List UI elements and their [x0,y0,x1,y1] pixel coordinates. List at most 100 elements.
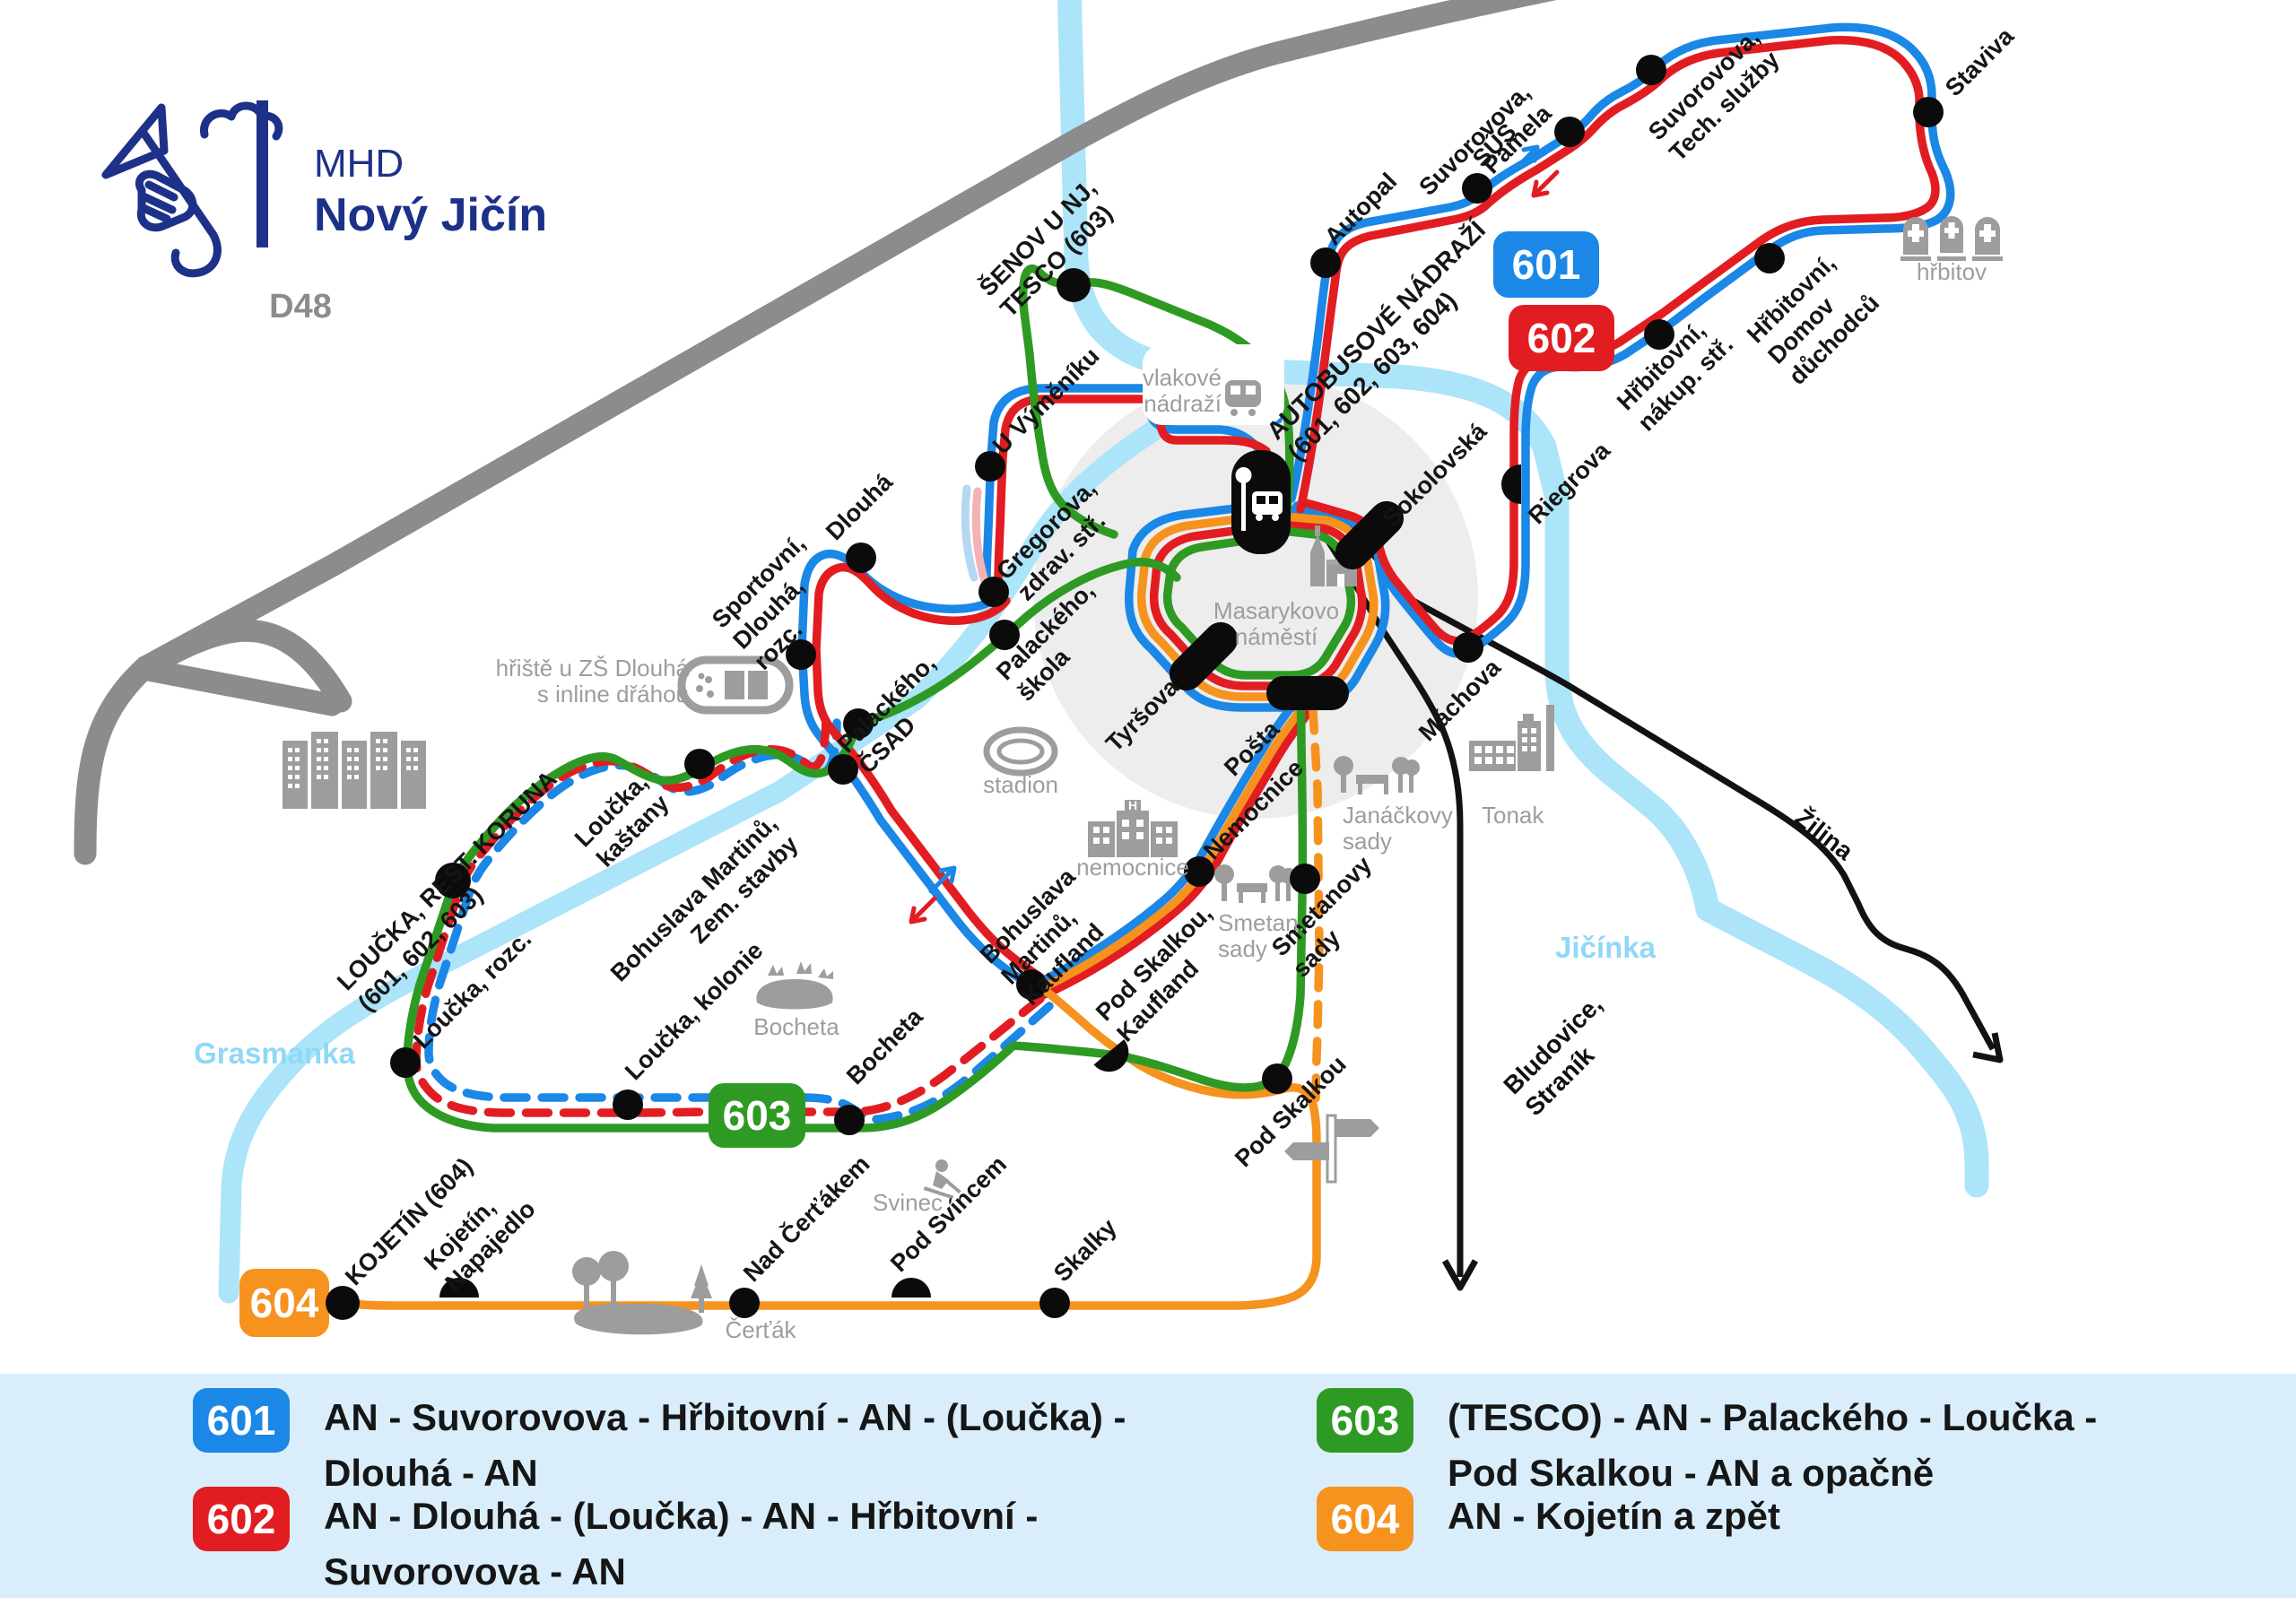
stop-po-ta[interactable] [1266,676,1349,710]
map-label-grasmanka: Grasmanka [194,1037,355,1070]
stop-pod-sv-ncem[interactable] [891,1278,931,1298]
rail-bludovice-arrowhead [1441,1259,1479,1291]
stop-kojet-n-napajedlo[interactable] [439,1278,479,1298]
stop-marker-dot [684,749,715,779]
place-label-line: Masarykovo [1213,597,1339,624]
stop-staviva[interactable] [1913,97,1944,127]
place-label-line: hřiště u ZŠ Dlouhá [496,655,690,681]
map-badge-602[interactable]: 602 [1509,305,1614,371]
place-label-line: Čerťák [725,1316,796,1343]
bus-stop-icon [1235,467,1283,531]
train-icon [1225,380,1261,416]
legend-badge-604[interactable]: 604 [1317,1487,1413,1551]
direction-arrow-blue-suvorovova [1511,144,1540,173]
stop-label-h-bitovn-n-kup-st: Hřbitovní,nákup. stř. [1612,317,1738,437]
map-label-bludovice-stranik: Bludovice,Straník [1498,990,1607,1121]
legend-badge-602[interactable]: 602 [193,1487,290,1551]
route-badges: 601 602 603 604 [239,231,1614,1337]
legend-route-description-604: AN - Kojetín a zpět [1448,1495,1781,1537]
skier-icon [923,1159,961,1200]
stop-marker-dot [1184,856,1214,887]
map-badge-602-label: 602 [1527,315,1596,361]
stop-palack-ho-sad[interactable] [843,708,874,739]
place-label-nemocnice: nemocnice [1076,854,1189,881]
stop-marker-dot [978,577,1009,607]
stop-bohuslava-martin-zem-stavby[interactable] [828,754,858,785]
faded-section-red [971,487,989,586]
stop-marker-dot [1262,1063,1292,1094]
stop-lou-ka-rest-koruna-601-602-603[interactable] [435,863,471,898]
stop-label-dlouh: Dlouhá [821,468,899,546]
stop-lou-ka-kolonie[interactable] [613,1089,643,1120]
direction-arrow-blue-martinu [928,865,957,894]
map-badge-603-box [709,1083,805,1148]
stop-marker-halfdome [439,1278,479,1298]
stop-u-v-m-n-ku[interactable] [975,451,1005,482]
housing-icon [283,732,426,809]
playground-icon [677,655,794,715]
stop-marker-halfdome [891,1278,931,1298]
landmark-icons: H [283,216,2003,1335]
legend-route-description-602: AN - Dlouhá - (Loučka) - AN - Hřbitovní … [324,1495,1039,1593]
stop-nad-er-kem[interactable] [729,1288,760,1318]
map-label-line: Žilina [1789,803,1858,866]
stop-riegrova[interactable] [1501,464,1521,504]
route-601-posta-diagonal [1025,695,1301,989]
stop-palack-ho-kola[interactable] [989,620,1020,650]
stop-kojet-n-604[interactable] [326,1286,360,1320]
road-d48 [74,0,1557,865]
stop-h-bitovn-domov-d-chodc[interactable] [1754,243,1785,273]
stop-enov-u-nj-tesco-603[interactable] [1057,268,1091,302]
legend-badge-601[interactable]: 601 [193,1388,290,1453]
hill-icon [756,961,833,1010]
map-badge-603-label: 603 [723,1092,792,1139]
stop-lou-ka-ka-tany[interactable] [684,749,715,779]
route-602-dlouha-loop [812,395,1165,982]
stop-autopal[interactable] [1310,247,1341,278]
stop-autobusov-n-dra-601-602-603-604[interactable] [1231,450,1291,554]
stop-label-bocheta: Bocheta [841,1002,928,1089]
stop-marker-dot [846,542,876,573]
logo: MHD Nový Jičín [314,142,547,242]
map-label-line: Grasmanka [194,1037,355,1070]
stop-sportovn-dlouh-rozc[interactable] [786,639,816,670]
park-icon-smetanovy [1214,864,1297,903]
stop-pod-skalkou[interactable] [1262,1063,1292,1094]
stop-dlouh[interactable] [846,542,876,573]
map-badge-603[interactable]: 603 [709,1083,805,1148]
direction-arrow-red-suvorovova [1531,169,1560,198]
stop-bocheta[interactable] [834,1105,865,1135]
map-badge-602-box [1509,305,1614,371]
stop-nemocnice[interactable] [1184,856,1214,887]
logo-art [101,100,283,278]
place-label-h-bitov: hřbitov [1917,258,1987,285]
stop-lou-ka-rozc[interactable] [390,1047,421,1078]
legend-badge-603[interactable]: 603 [1317,1388,1413,1453]
place-label-line: hřbitov [1917,258,1987,285]
map-label-d48: D48 [269,288,332,325]
place-label-line: vlakové [1143,364,1222,391]
stop-sokolovsk[interactable] [1328,494,1411,577]
map-badge-601[interactable]: 601 [1493,231,1599,298]
stop-s-s[interactable] [1462,173,1492,204]
map-badge-604[interactable]: 604 [239,1269,329,1337]
map-label-zilina: Žilina [1789,803,1858,866]
stop-smetanovy-sady[interactable] [1290,864,1320,894]
stop-suvorovova-pamela[interactable] [1554,117,1585,147]
legend-row-604: 604 AN - Kojetín a zpět [1317,1487,1780,1551]
stop-m-chova[interactable] [1453,632,1483,663]
logo-hook-icon [170,230,222,278]
stop-pod-skalkou-kaufland[interactable] [1093,1039,1137,1080]
stop-bohuslava-martin-kaufland[interactable] [1016,969,1047,1000]
route-601-dlouha-loop [797,384,1155,991]
stop-marker-dot [975,451,1005,482]
stop-h-bitovn-n-kup-st[interactable] [1644,319,1674,350]
route-601-dashed-loucka [424,718,1054,1124]
stop-tyr-ova[interactable] [1162,615,1245,698]
stop-marker-dot [1453,632,1483,663]
stop-skalky[interactable] [1039,1288,1070,1318]
stop-suvorovova-tech-slu-by[interactable] [1636,55,1666,85]
stop-gregorova-zdrav-st[interactable] [978,577,1009,607]
